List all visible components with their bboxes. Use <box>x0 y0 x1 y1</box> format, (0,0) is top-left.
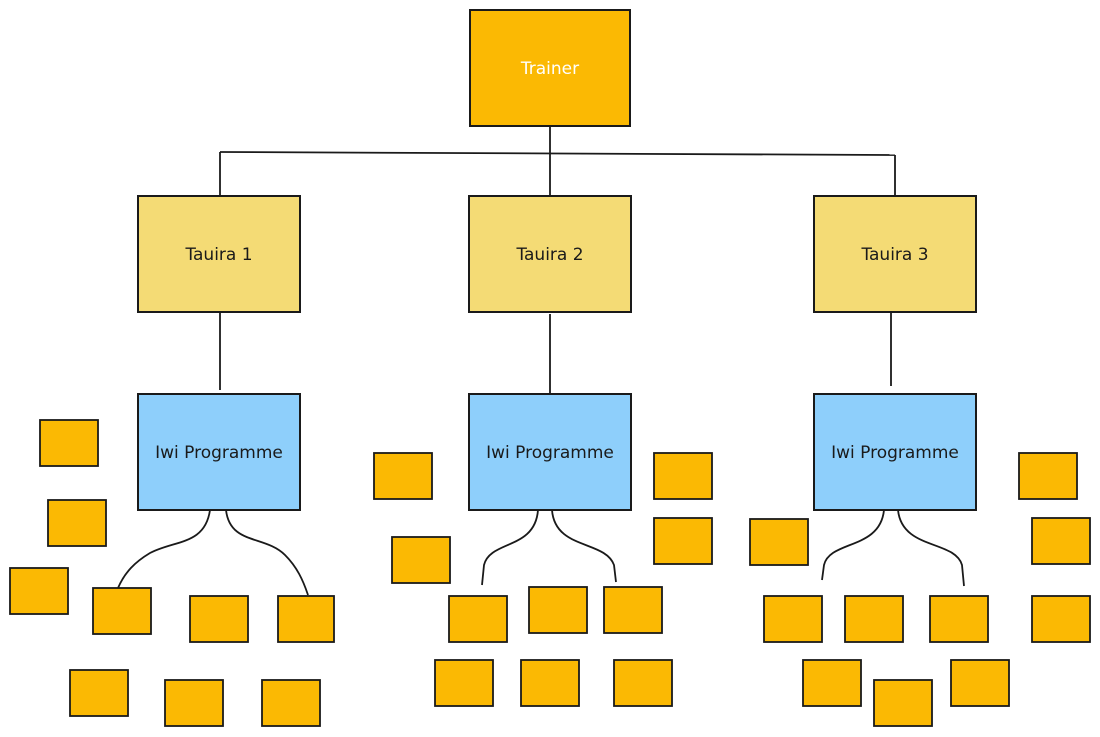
note-square <box>763 595 823 643</box>
trainer-label: Trainer <box>520 59 579 79</box>
note-square <box>1018 452 1078 500</box>
programme-3-branch-right <box>897 509 965 587</box>
trainer-bus <box>219 151 896 156</box>
note-square <box>528 586 588 634</box>
note-square <box>434 659 494 707</box>
tauira-label: Tauira 1 <box>184 245 252 265</box>
note-square <box>261 679 321 727</box>
trainer-box <box>469 9 631 127</box>
connector-lines <box>117 126 965 596</box>
programme-node-2: Iwi Programme <box>468 393 632 511</box>
note-square <box>448 595 508 643</box>
note-square <box>391 536 451 584</box>
tauira-node-1: Tauira 1 <box>137 195 301 313</box>
programme-3-branch-left <box>821 509 885 581</box>
programme-label: Iwi Programme <box>155 443 283 463</box>
note-square <box>92 587 152 635</box>
note-square <box>802 659 862 707</box>
note-square <box>373 452 433 500</box>
programme-1-branch-left <box>117 509 211 589</box>
programme-node-1: Iwi Programme <box>137 393 301 511</box>
tauira-node-2: Tauira 2 <box>468 195 632 313</box>
note-square <box>950 659 1010 707</box>
note-square <box>1031 517 1091 565</box>
tauira-box <box>813 195 977 313</box>
tauira-box <box>137 195 301 313</box>
note-square <box>844 595 904 643</box>
note-square <box>613 659 673 707</box>
note-square <box>9 567 69 615</box>
programme-label: Iwi Programme <box>486 443 614 463</box>
note-square <box>653 517 713 565</box>
note-square <box>189 595 249 643</box>
note-square <box>520 659 580 707</box>
note-square <box>164 679 224 727</box>
tauira-label: Tauira 2 <box>515 245 583 265</box>
note-square <box>69 669 129 717</box>
programme-label: Iwi Programme <box>831 443 959 463</box>
programme-box <box>813 393 977 511</box>
programme-2-branch-right <box>551 509 617 583</box>
programme-node-3: Iwi Programme <box>813 393 977 511</box>
tauira-node-3: Tauira 3 <box>813 195 977 313</box>
note-squares-group-2 <box>373 452 713 707</box>
trainer-node: Trainer <box>469 9 631 127</box>
note-square <box>749 518 809 566</box>
programme-box <box>137 393 301 511</box>
note-square <box>39 419 99 467</box>
note-square <box>929 595 989 643</box>
note-square <box>873 679 933 727</box>
programme-2-branch-left <box>481 509 539 586</box>
note-square <box>653 452 713 500</box>
note-square <box>603 586 663 634</box>
tauira-box <box>468 195 632 313</box>
note-square <box>47 499 107 547</box>
programme-1-branch-right <box>225 509 309 596</box>
programme-box <box>468 393 632 511</box>
note-square <box>277 595 335 643</box>
tauira-label: Tauira 3 <box>860 245 928 265</box>
note-squares-group-3 <box>749 452 1091 727</box>
note-square <box>1031 595 1091 643</box>
note-squares-group-1 <box>9 419 335 727</box>
